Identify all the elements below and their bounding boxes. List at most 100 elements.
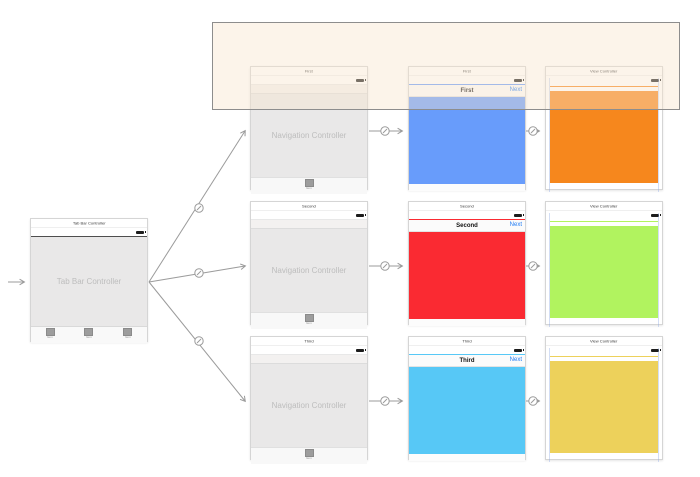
tab-bar-item-1[interactable]: Item	[44, 328, 56, 342]
view-controller-card-second[interactable]: Second Second Next	[408, 201, 526, 326]
tab-bar-controller-card[interactable]: Tab Bar Controller Tab Bar Controller It…	[30, 218, 148, 343]
selection-highlight-overlay	[212, 22, 680, 110]
segue-tab-to-nav-second[interactable]	[148, 263, 247, 283]
status-bar	[546, 211, 662, 219]
nav-bar-title: Third	[459, 357, 475, 364]
view-controller-card-first[interactable]: First First Next	[408, 66, 526, 191]
dock-strip: Item	[251, 312, 367, 329]
navbar-separator	[31, 236, 147, 237]
battery-icon	[514, 348, 524, 352]
segue-badge[interactable]	[528, 126, 538, 136]
controller-label: Navigation Controller	[271, 266, 347, 275]
scene-title: First	[251, 67, 367, 76]
scene-title: Tab Bar Controller	[31, 219, 147, 228]
view-top-edge	[550, 221, 658, 222]
segue-badge[interactable]	[194, 336, 204, 346]
status-bar	[251, 76, 367, 84]
battery-icon	[651, 213, 661, 217]
status-bar	[409, 211, 525, 219]
view-top-edge	[550, 356, 658, 357]
battery-icon	[356, 348, 366, 352]
view-bottom-strip	[409, 454, 525, 461]
tab-bar-controller-body: Tab Bar Controller	[31, 237, 147, 326]
next-button[interactable]: Next	[509, 222, 522, 228]
battery-icon	[514, 78, 524, 82]
nav-bar-area	[251, 84, 367, 93]
scene-title: Second	[251, 202, 367, 211]
battery-icon	[136, 230, 146, 234]
navigation-controller-body: Navigation Controller	[251, 93, 367, 177]
status-bar	[546, 346, 662, 354]
segue-tab-to-nav-third[interactable]	[148, 281, 246, 403]
segue-badge[interactable]	[380, 396, 390, 406]
dock-item-icon[interactable]	[304, 449, 314, 457]
status-bar	[31, 228, 147, 236]
tab-item-icon	[45, 328, 55, 336]
view-top-edge	[409, 84, 525, 85]
dock-strip: Item	[251, 447, 367, 464]
scene-title: Third	[251, 337, 367, 346]
segue-badge[interactable]	[194, 268, 204, 278]
navigation-bar: Second Next	[409, 220, 525, 232]
battery-icon	[356, 78, 366, 82]
scene-title: View Controller	[546, 67, 662, 76]
tab-item-icon	[123, 328, 133, 336]
view-top-edge	[409, 219, 525, 220]
segue-badge[interactable]	[194, 203, 204, 213]
detail-view-controller-card-first[interactable]: View Controller	[545, 66, 663, 192]
detail-view-area	[546, 348, 662, 462]
navigation-controller-body: Navigation Controller	[251, 228, 367, 312]
controller-label: Tab Bar Controller	[56, 277, 122, 286]
navigation-controller-card-second[interactable]: Second Navigation Controller Item	[250, 201, 368, 329]
scene-title: View Controller	[546, 202, 662, 211]
dock-strip: Item	[251, 177, 367, 194]
navigation-bar: Third Next	[409, 355, 525, 367]
status-bar	[546, 76, 662, 84]
next-button[interactable]: Next	[509, 87, 522, 93]
view-bottom-strip	[409, 184, 525, 191]
status-bar	[409, 346, 525, 354]
view-bottom-strip	[409, 319, 525, 326]
view-background	[550, 361, 658, 453]
navigation-controller-card-third[interactable]: Third Navigation Controller Item	[250, 336, 368, 464]
segue-tab-to-nav-first[interactable]	[148, 129, 246, 283]
battery-icon	[651, 78, 661, 82]
scene-title: Third	[409, 337, 525, 346]
battery-icon	[514, 213, 524, 217]
view-top-edge	[409, 354, 525, 355]
navigation-controller-card-first[interactable]: First Navigation Controller Item	[250, 66, 368, 194]
battery-icon	[356, 213, 366, 217]
tab-item-icon	[84, 328, 94, 336]
tab-bar: Item Item Item	[31, 326, 147, 343]
view-background	[550, 91, 658, 183]
status-bar	[409, 76, 525, 84]
segue-badge[interactable]	[380, 261, 390, 271]
tab-bar-item-3[interactable]: Item	[122, 328, 134, 342]
view-controller-card-third[interactable]: Third Third Next	[408, 336, 526, 461]
scene-title: View Controller	[546, 337, 662, 346]
status-bar	[251, 346, 367, 354]
nav-bar-title: Second	[456, 222, 478, 229]
segue-badge[interactable]	[380, 126, 390, 136]
view-background	[409, 232, 525, 319]
nav-bar-title: First	[460, 87, 474, 94]
nav-bar-area	[251, 354, 367, 363]
detail-view-controller-card-third[interactable]: View Controller	[545, 336, 663, 462]
detail-view-area	[546, 213, 662, 327]
dock-item-icon[interactable]	[304, 179, 314, 187]
scene-title: Second	[409, 202, 525, 211]
dock-item-icon[interactable]	[304, 314, 314, 322]
tab-bar-item-2[interactable]: Item	[83, 328, 95, 342]
detail-view-area	[546, 78, 662, 192]
status-bar	[251, 211, 367, 219]
battery-icon	[651, 348, 661, 352]
view-background	[409, 97, 525, 184]
next-button[interactable]: Next	[509, 357, 522, 363]
detail-view-controller-card-second[interactable]: View Controller	[545, 201, 663, 327]
view-top-edge	[550, 86, 658, 87]
segue-badge[interactable]	[528, 396, 538, 406]
segue-badge[interactable]	[528, 261, 538, 271]
navigation-controller-body: Navigation Controller	[251, 363, 367, 447]
view-background	[409, 367, 525, 454]
